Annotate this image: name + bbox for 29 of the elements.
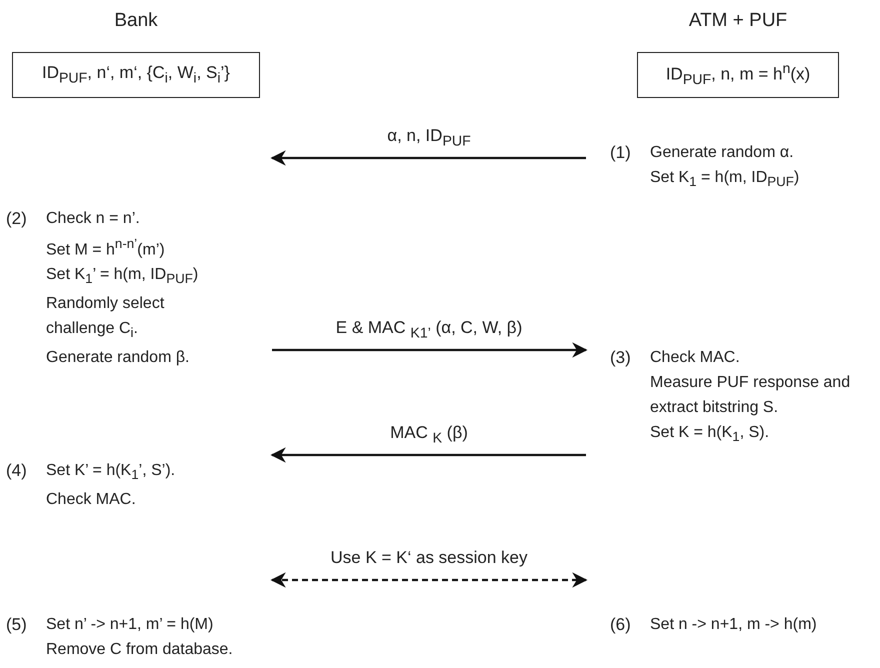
message-arrow: [270, 150, 586, 166]
step-number: (2): [6, 208, 27, 230]
step-text: Check n = n’.: [46, 209, 141, 229]
step-number: (5): [6, 614, 27, 636]
step-text: Set n -> n+1, m -> h(m): [650, 615, 818, 635]
message-arrow: [270, 572, 588, 588]
step-text: Set M = h$^{n-n’}$(m’): [46, 235, 166, 260]
step-text: Measure PUF response and extract bitstring S.: [650, 373, 852, 418]
step-text: Check MAC.: [650, 348, 741, 368]
step-text: Randomly select challenge C$_{i}$.: [46, 294, 166, 342]
step-text: Set n’ -> n+1, m’ = h(M): [46, 615, 214, 635]
data-box: ID$_{PUF}$, n‘, m‘, {C$_{i}$, W$_{i}$, S$_{i}$’}: [12, 52, 260, 98]
step-number: (1): [610, 142, 631, 164]
step-text: Remove C from database.: [46, 640, 234, 660]
participant-heading: Bank: [113, 10, 159, 32]
step-text: Check MAC.: [46, 490, 137, 510]
step-number: (4): [6, 460, 27, 482]
step-text: Set K’ = h(K$_{1}$’, S’).: [46, 461, 176, 484]
step-number: (3): [610, 347, 631, 369]
step-text: Set K = h(K$_{1}$, S).: [650, 423, 770, 446]
participant-heading: ATM + PUF: [688, 10, 788, 32]
step-number: (6): [610, 614, 631, 636]
message-arrow: [270, 447, 586, 463]
step-text: Set K$_{1}$’ = h(m, ID$_{PUF}$): [46, 265, 200, 288]
step-text: Generate random α.: [650, 143, 795, 163]
message-arrow: [272, 342, 588, 358]
data-box: ID$_{PUF}$, n, m = h$^{n}$(x): [637, 52, 839, 98]
step-text: Generate random β.: [46, 348, 190, 368]
step-text: Set K$_{1}$ = h(m, ID$_{PUF}$): [650, 168, 800, 192]
